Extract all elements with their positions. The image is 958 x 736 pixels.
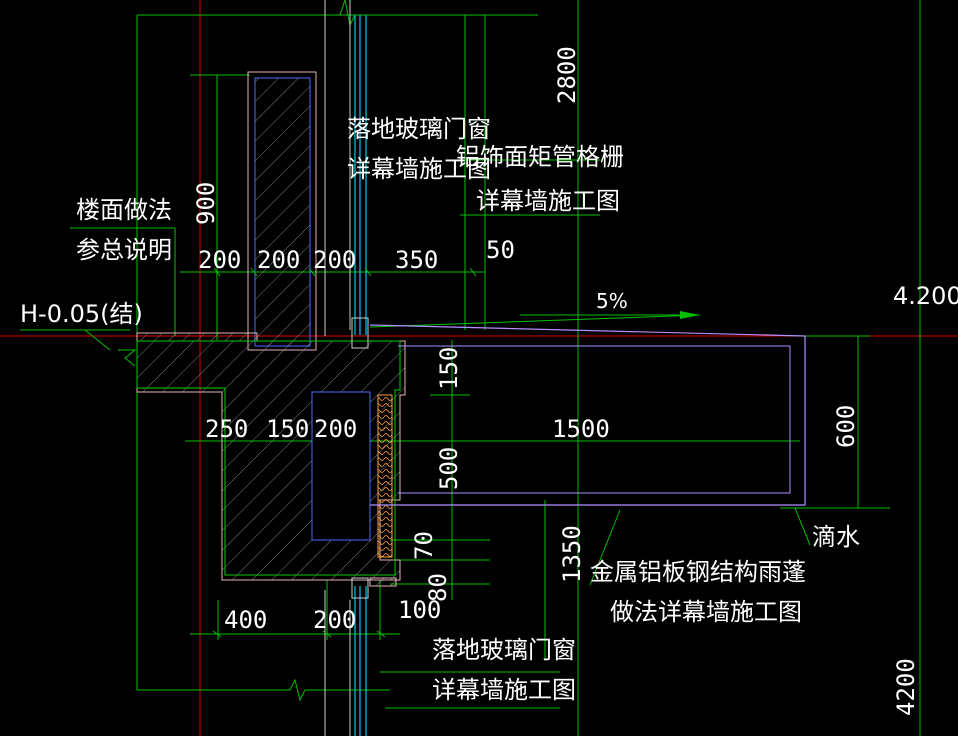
break-lines: [118, 0, 390, 702]
dim-80: 80: [424, 573, 452, 602]
dim-400: 400: [224, 606, 267, 634]
label-canopy-2: 做法详幕墙施工图: [610, 598, 802, 626]
dimension-ticks: [212, 267, 477, 638]
label-grille-2: 详幕墙施工图: [476, 187, 620, 215]
dim-200c: 200: [313, 246, 356, 274]
label-glass-bottom-2: 详幕墙施工图: [432, 676, 576, 704]
dim-2800: 2800: [553, 46, 581, 104]
dim-4200: 4200: [892, 658, 920, 716]
label-grille-1: 铝饰面矩管格栅: [456, 143, 624, 171]
dim-200a: 200: [198, 246, 241, 274]
label-floor-2: 参总说明: [76, 236, 172, 264]
label-drip: 滴水: [812, 523, 860, 551]
glass-frame-bottom: [351, 577, 369, 599]
label-canopy-1: 金属铝板钢结构雨蓬: [590, 558, 806, 586]
floor-screed: [136, 332, 258, 342]
dim-500: 500: [435, 447, 463, 490]
dim-350: 350: [395, 246, 438, 274]
label-floor-1: 楼面做法: [76, 196, 172, 224]
slab-outline: [136, 340, 401, 576]
dimension-lines: [20, 0, 921, 736]
dim-1500: 1500: [552, 415, 610, 443]
dim-100: 100: [398, 596, 441, 624]
dim-150v: 150: [435, 347, 463, 390]
dim-70: 70: [410, 531, 438, 560]
dim-50: 50: [486, 236, 515, 264]
glass-wall: [354, 15, 367, 736]
label-glass-top-1: 落地玻璃门窗: [347, 115, 491, 143]
label-glass-bottom-1: 落地玻璃门窗: [432, 636, 576, 664]
label-level-h: H-0.05(结): [20, 300, 143, 328]
canopy-outline: [369, 324, 806, 506]
dim-200b: 200: [257, 246, 300, 274]
beam-inner-box: [311, 391, 371, 541]
upper-column-core: [254, 77, 311, 347]
label-slope: 5%: [596, 289, 628, 313]
canopy-inner: [398, 345, 791, 494]
bottom-strip: [369, 577, 397, 587]
dim-1350: 1350: [558, 525, 586, 583]
dim-250: 250: [205, 415, 248, 443]
dim-200d: 200: [314, 415, 357, 443]
dim-200e: 200: [313, 606, 356, 634]
frame-lines: [324, 0, 351, 736]
label-level-right: 4.200: [893, 282, 958, 310]
dim-150h: 150: [266, 415, 309, 443]
glass-frame-top: [351, 317, 369, 349]
slope-arrow: [680, 311, 700, 319]
dim-900: 900: [192, 182, 220, 225]
label-glass-top-2: 详幕墙施工图: [347, 155, 491, 183]
insulation-strip: [377, 394, 393, 558]
dim-600: 600: [832, 405, 860, 448]
